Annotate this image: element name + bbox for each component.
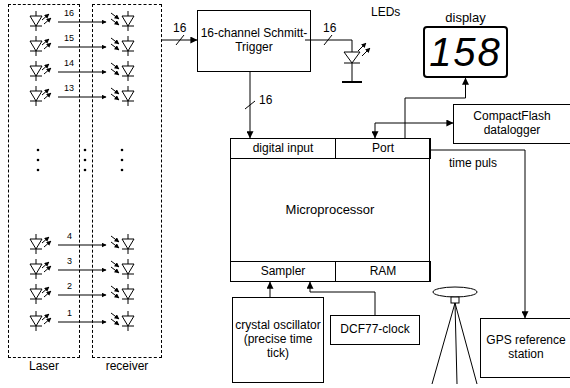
connector [405, 78, 466, 138]
connector [162, 40, 197, 41]
ground-symbol [342, 81, 362, 83]
photo-diode [111, 36, 134, 56]
light-ray [362, 48, 370, 56]
microprocessor-box: Microprocessor digital input PortSampler RA… [230, 138, 430, 282]
laser-diode [30, 311, 51, 331]
photo-diode [111, 61, 134, 81]
gps-tripod [432, 287, 477, 384]
laser-diode [30, 36, 51, 56]
laser-beam [58, 245, 106, 246]
node-caption: Laser [0, 360, 99, 374]
node-label: 16-channel Schmitt-Trigger [198, 27, 310, 55]
edge-label: 16 [258, 94, 273, 107]
node-label: GPS reference station [481, 334, 570, 362]
node-label: Port [370, 142, 396, 156]
led-wire [305, 40, 352, 52]
port-cell: Sampler [230, 261, 336, 282]
laser-array: Laser [8, 4, 80, 358]
connector [310, 282, 375, 315]
photo-diode [111, 11, 134, 31]
light-ray [358, 43, 366, 51]
laser-beam [58, 72, 106, 73]
laser-beam [58, 322, 106, 323]
connector [375, 123, 453, 138]
laser-beam [58, 97, 106, 98]
laser-diode [30, 284, 51, 304]
display-box: display158 [423, 26, 508, 78]
display-digits: 158 [427, 32, 504, 72]
led-symbol [344, 52, 360, 63]
edge-label: time puls [448, 157, 498, 170]
laser-diode [30, 61, 51, 81]
node-label: Microprocessor [284, 203, 377, 218]
connector [431, 150, 525, 318]
node-label: crystal oscillator (precise time tick) [233, 319, 323, 360]
photo-diode [111, 86, 134, 106]
node-caption: display [405, 11, 526, 26]
node-caption: receiver [73, 360, 181, 374]
port-cell: RAM [335, 261, 431, 282]
laser-beam [58, 295, 106, 296]
node-label: RAM [368, 265, 399, 279]
channel-number: 15 [63, 34, 75, 44]
laser-diode [30, 259, 51, 279]
receiver-array: receiver [92, 4, 162, 358]
laser-diode [30, 86, 51, 106]
photo-diode [111, 284, 134, 304]
laser-diode [30, 234, 51, 254]
channel-number: 1 [66, 309, 73, 319]
node-label: DCF77-clock [338, 323, 411, 337]
channel-number: 14 [63, 59, 75, 69]
photo-diode [111, 259, 134, 279]
bus-width: 16 [322, 22, 337, 35]
channel-number: 4 [66, 232, 73, 242]
node-label: Sampler [259, 265, 308, 279]
laser-beam [58, 22, 106, 23]
clock-box: DCF77-clock [330, 315, 420, 345]
led-wire [352, 63, 353, 82]
node-label: CompactFlash datalogger [454, 110, 570, 138]
gps-box: GPS reference station [480, 318, 570, 378]
laser-beam [58, 270, 106, 271]
laser-beam [58, 47, 106, 48]
connector [250, 72, 251, 138]
channel-number: 16 [63, 9, 75, 19]
ellipsis-dots [37, 149, 124, 172]
photo-diode [111, 234, 134, 254]
schmitt-trigger-box: 16-channel Schmitt-Trigger [197, 10, 311, 72]
port-cell: digital input [230, 138, 336, 159]
datalogger-box: CompactFlash datalogger [453, 104, 570, 144]
channel-number: 3 [66, 257, 73, 267]
port-cell: Port [335, 138, 431, 159]
channel-number: 13 [63, 84, 75, 94]
node-label: digital input [251, 142, 316, 156]
connector [270, 282, 271, 297]
edge-label: 16 [172, 22, 187, 35]
photo-diode [111, 311, 134, 331]
channel-number: 2 [66, 282, 73, 292]
laser-diode [30, 11, 51, 31]
led-label: LEDs [370, 6, 401, 19]
oscillator-box: crystal oscillator (precise time tick) [232, 297, 324, 383]
